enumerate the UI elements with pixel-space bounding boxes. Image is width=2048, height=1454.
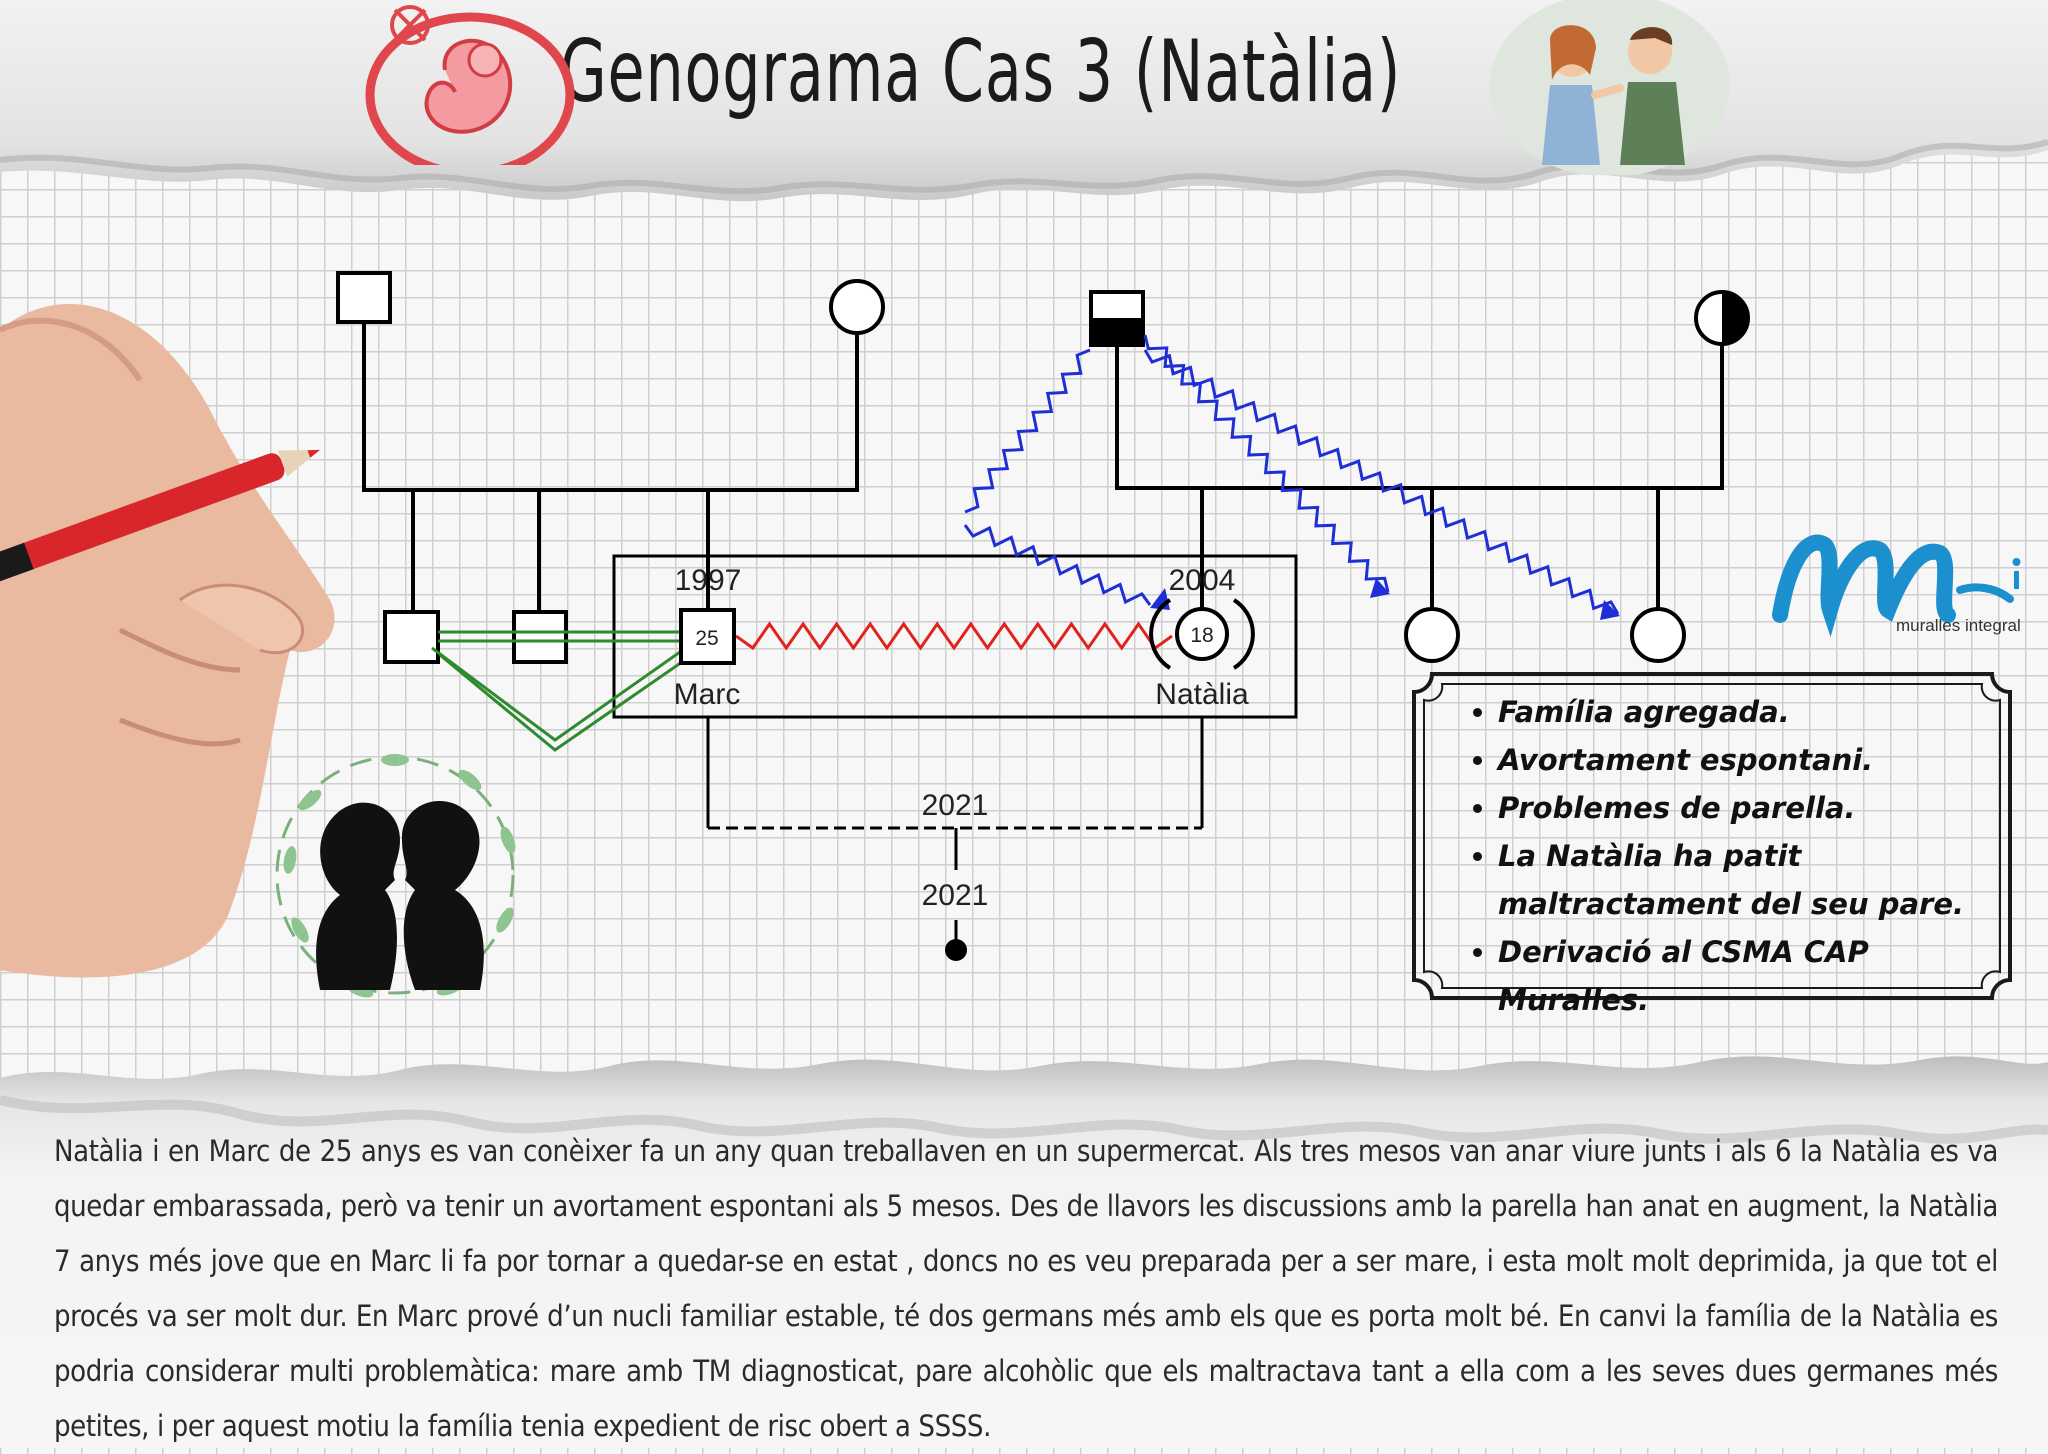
marc-name: Marc — [674, 678, 741, 711]
muralles-integral-logo — [1772, 534, 2021, 638]
marc-brother-2-symbol — [512, 610, 568, 664]
pregnancy-icon — [365, 5, 575, 165]
note-item: Problemes de parella. — [1498, 784, 2028, 832]
abuse-arrowhead — [1600, 600, 1620, 620]
marc-brother-1-symbol — [383, 610, 440, 664]
marc-father-symbol — [336, 271, 392, 324]
abuse-line-to-sister-1 — [1143, 334, 1390, 593]
marc-symbol — [679, 608, 736, 665]
note-item: La Natàlia ha patit maltractament del se… — [1498, 832, 2028, 928]
natalia-name: Natàlia — [1155, 678, 1249, 711]
page-title: Genograma Cas 3 (Natàlia) — [560, 22, 1402, 122]
close-relationship-lines — [431, 630, 683, 752]
case-description: Natàlia i en Marc de 25 anys es van conè… — [54, 1134, 1998, 1443]
abuse-line-to-sister-2 — [1143, 349, 1620, 615]
abuse-line-to-natalia-1 — [964, 348, 1091, 514]
household-box — [612, 554, 1298, 719]
pregnancy-year: 2021 — [922, 879, 989, 912]
natalia-sister-1-symbol — [1404, 607, 1460, 663]
notes-box: Família agregada. Avortament espontani. … — [1410, 670, 2014, 1017]
conflict-line — [735, 621, 1173, 651]
abuse-line-to-natalia-2 — [963, 524, 1152, 606]
marc-mother-symbol — [829, 279, 885, 335]
notes-list: Família agregada. Avortament espontani. … — [1474, 688, 2028, 1024]
natalia-age: 18 — [1190, 624, 1213, 647]
marc-birth-year: 1997 — [675, 564, 742, 597]
marc-age: 25 — [695, 627, 718, 650]
note-item: Família agregada. — [1498, 688, 2028, 736]
arguing-couple-icon — [1490, 0, 1730, 175]
torn-paper-bottom — [0, 1056, 2048, 1448]
logo-subtitle: muralles integral — [1896, 616, 2021, 635]
miscarriage-symbol — [945, 939, 967, 961]
hand-drawing-icon — [0, 304, 335, 978]
natalia-birth-year: 2004 — [1169, 564, 1236, 597]
natalia-symbol — [1175, 607, 1229, 661]
union-year: 2021 — [922, 789, 989, 822]
note-item: Avortament espontani. — [1498, 736, 2028, 784]
couple-silhouette-icon — [275, 754, 516, 998]
note-item: Derivació al CSMA CAP Muralles. — [1498, 928, 2028, 1024]
abuse-arrowhead — [1370, 578, 1390, 598]
natalia-sister-2-symbol — [1630, 607, 1686, 663]
